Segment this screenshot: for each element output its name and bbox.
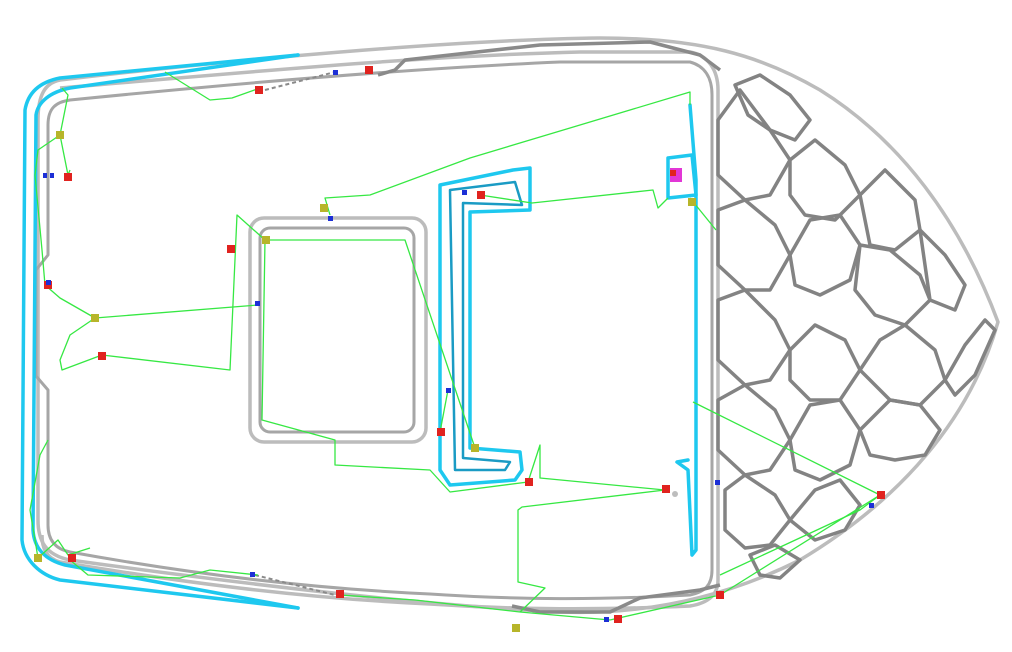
rail-trim-top [377,40,722,77]
blue-connector-nodes [43,70,874,622]
olive-node[interactable] [34,554,42,562]
olive-node[interactable] [471,444,479,452]
red-node[interactable] [437,428,445,436]
red-node[interactable] [614,615,622,623]
cyan-console-rail [438,166,532,487]
blue-node[interactable] [46,280,51,285]
red-node[interactable] [98,352,106,360]
olive-node[interactable] [56,131,64,139]
red-node[interactable] [877,491,885,499]
red-helm-node[interactable] [670,170,676,176]
red-node[interactable] [68,554,76,562]
red-node[interactable] [255,86,263,94]
red-node[interactable] [662,485,670,493]
blue-node[interactable] [604,617,609,622]
teal-console-channel [448,180,524,472]
red-node[interactable] [716,591,724,599]
red-node[interactable] [227,245,235,253]
blue-node[interactable] [462,190,467,195]
red-node[interactable] [525,478,533,486]
red-node[interactable] [336,590,344,598]
blue-node[interactable] [43,173,47,178]
olive-connector-nodes [34,131,696,632]
rail-trim-bottom [511,583,721,614]
wiring-network [29,71,881,621]
red-node[interactable] [365,66,373,74]
nonskid-pattern [716,73,997,580]
cyan-trim-left-inner [31,53,300,610]
olive-node[interactable] [688,198,696,206]
red-connector-nodes [44,66,885,623]
blue-node[interactable] [446,388,451,393]
olive-node[interactable] [512,624,520,632]
blue-node[interactable] [715,480,720,485]
red-node[interactable] [477,191,485,199]
blue-node[interactable] [333,70,338,75]
blue-node[interactable] [869,503,874,508]
hatch-inner [258,226,416,434]
olive-node[interactable] [262,236,270,244]
red-node[interactable] [64,173,72,181]
dashed-segment-top [264,71,336,91]
hull-inner-secondary [40,50,720,611]
cyan-helm-box [666,153,698,200]
gray-marker [672,491,678,497]
blue-node[interactable] [50,173,54,178]
blue-node[interactable] [328,216,333,221]
olive-node[interactable] [91,314,99,322]
olive-node[interactable] [320,204,328,212]
blue-node[interactable] [255,301,260,306]
blue-node[interactable] [250,572,255,577]
hatch-outer [248,216,428,444]
cyan-trim-left-outer [20,53,300,610]
hull-inner-outline [34,60,714,601]
